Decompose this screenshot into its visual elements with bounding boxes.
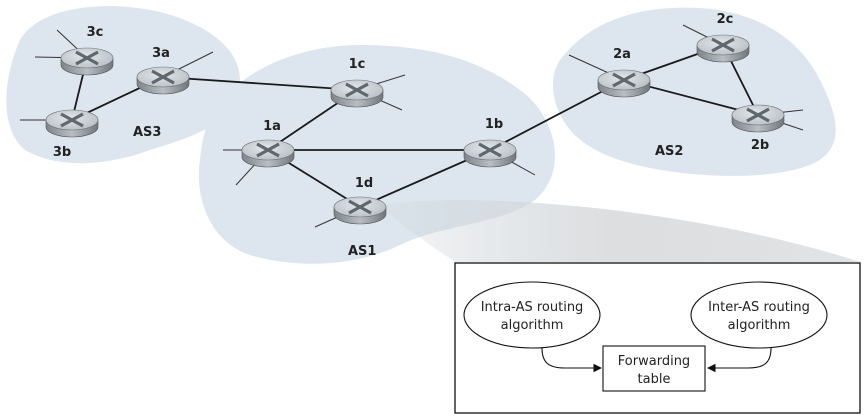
intra-as-label-1: Intra-AS routing bbox=[481, 300, 584, 315]
router-label-3a: 3a bbox=[152, 46, 170, 61]
forwarding-table-box bbox=[602, 345, 706, 392]
router-label-2b: 2b bbox=[751, 138, 769, 153]
as3-label: AS3 bbox=[133, 125, 161, 140]
router-label-2c: 2c bbox=[717, 12, 734, 27]
router-1a bbox=[241, 139, 295, 168]
routers bbox=[45, 34, 785, 225]
inter-as-label-2: algorithm bbox=[728, 318, 791, 333]
router-cross-icon bbox=[478, 142, 502, 158]
router-cross-icon bbox=[345, 82, 369, 98]
router-2b bbox=[731, 104, 785, 133]
zoom-wedge bbox=[380, 200, 860, 262]
router-cross-icon bbox=[75, 50, 99, 66]
inter-to-table-arrow bbox=[706, 347, 772, 373]
router-2c bbox=[696, 34, 750, 63]
router-3a bbox=[136, 66, 190, 95]
forwarding-table-label-1: Forwarding bbox=[618, 354, 690, 369]
inter-as-ellipse bbox=[690, 281, 828, 349]
router-cross-icon bbox=[60, 112, 84, 128]
intra-as-ellipse bbox=[463, 281, 601, 349]
router-3c bbox=[60, 47, 114, 76]
router-cross-icon bbox=[711, 37, 735, 53]
router-1b bbox=[463, 139, 517, 168]
router-cross-icon bbox=[612, 72, 636, 88]
router-label-1d: 1d bbox=[355, 176, 373, 191]
router-1c bbox=[330, 79, 384, 108]
router-label-1a: 1a bbox=[263, 119, 281, 134]
router-label-1b: 1b bbox=[485, 117, 503, 132]
intra-to-table-arrow bbox=[541, 347, 603, 373]
router-3b bbox=[45, 109, 99, 138]
router-label-2a: 2a bbox=[613, 47, 631, 62]
router-label-1c: 1c bbox=[349, 57, 366, 72]
as2-label: AS2 bbox=[655, 144, 683, 159]
as1-label: AS1 bbox=[348, 244, 376, 259]
router-label-3b: 3b bbox=[53, 145, 71, 160]
router-cross-icon bbox=[151, 69, 175, 85]
router-1d bbox=[333, 196, 387, 225]
as2-region bbox=[552, 7, 836, 176]
router-cross-icon bbox=[256, 142, 280, 158]
router-cross-icon bbox=[348, 199, 372, 215]
inter-as-label-1: Inter-AS routing bbox=[708, 300, 810, 315]
router-cross-icon bbox=[746, 107, 770, 123]
router-label-3c: 3c bbox=[87, 25, 104, 40]
forwarding-table-label-2: table bbox=[638, 372, 671, 387]
routing-detail-box: Intra-AS routing algorithm Inter-AS rout… bbox=[454, 262, 861, 414]
intra-as-label-2: algorithm bbox=[501, 318, 564, 333]
link-3a-1c bbox=[162, 76, 358, 91]
router-2a bbox=[597, 69, 651, 98]
